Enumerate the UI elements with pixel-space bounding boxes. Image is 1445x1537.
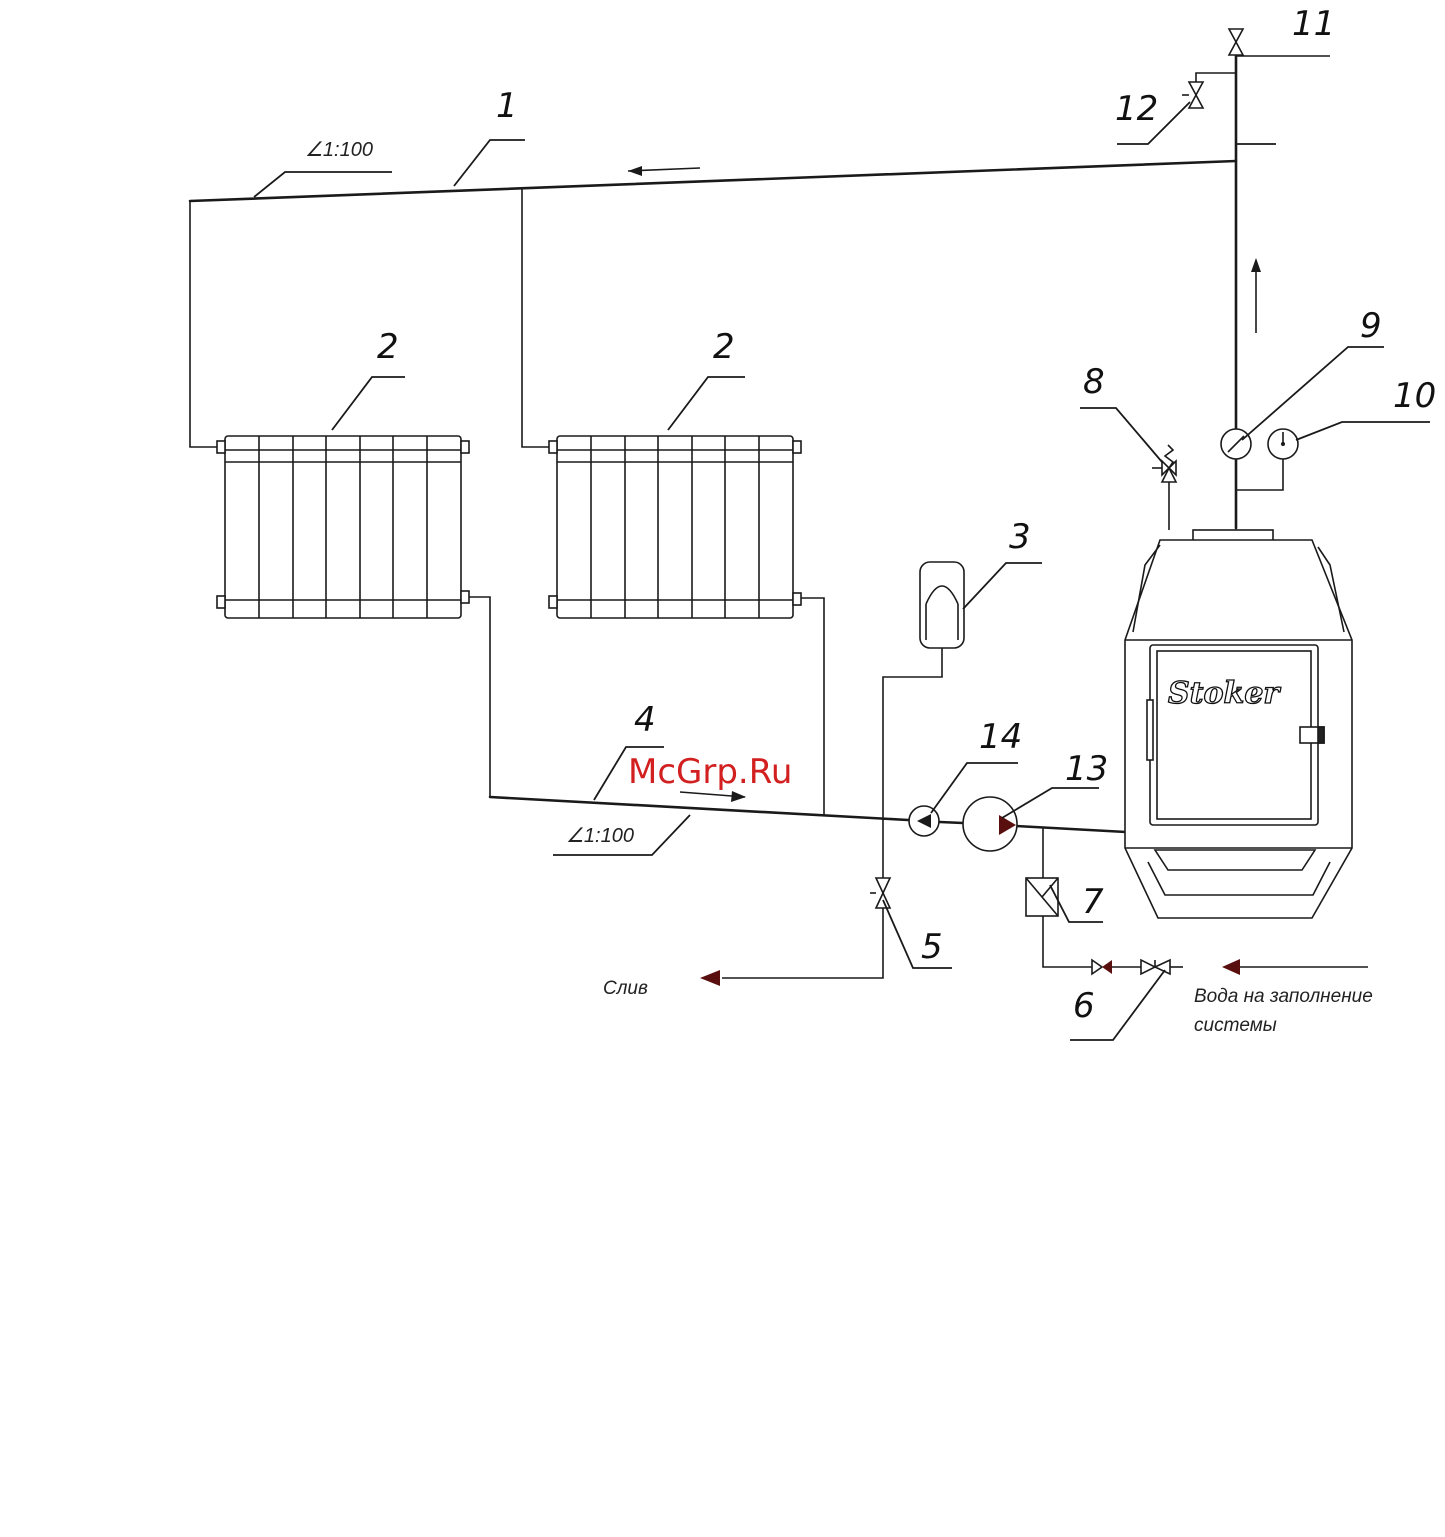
slope-label-return: ∠1:100 [566,825,634,847]
radiator-right [549,436,801,618]
label-4: 4 [634,700,656,740]
thermometer-gauge [1221,429,1251,459]
circulation-pump [963,797,1017,851]
label-6: 6 [1073,986,1095,1026]
watermark: McGrp.Ru [628,752,792,792]
label-8: 8 [1083,362,1105,402]
boiler-outlets [1169,458,1283,530]
label-5: 5 [921,927,943,967]
flow-arrow-riser [1251,258,1261,333]
label-9: 9 [1360,306,1382,346]
flow-arrow-return [680,791,746,802]
riser-valve [1182,82,1203,108]
radiator-left [217,436,469,618]
fill-label-line1: Вода на заполнение [1194,986,1373,1007]
label-13: 13 [1065,749,1108,789]
air-vent-valve [1229,29,1243,55]
fill-valve [1141,960,1170,974]
label-10: 10 [1393,376,1436,416]
pressure-gauge [1268,429,1298,459]
label-2-right: 2 [713,327,735,367]
slope-label-supply: ∠1:100 [305,139,373,161]
label-3: 3 [1009,517,1031,557]
label-11: 11 [1292,4,1335,44]
mesh-filter [1026,878,1058,916]
fill-arrow [1222,959,1240,975]
boiler: Stoker [1125,530,1352,918]
safety-valve [1152,445,1176,482]
label-12: 12 [1115,89,1158,129]
label-1: 1 [496,86,518,126]
boiler-brand: Stoker [1168,676,1281,711]
drain-label: Слив [603,978,648,999]
fill-check-valve [1092,960,1112,974]
flow-arrow-supply [628,166,700,176]
drain-valve [700,878,890,986]
label-2-left: 2 [377,327,399,367]
label-14: 14 [979,717,1022,757]
fill-label-line2: системы [1194,1015,1277,1036]
return-thermometer [909,806,939,836]
label-7: 7 [1082,882,1104,922]
